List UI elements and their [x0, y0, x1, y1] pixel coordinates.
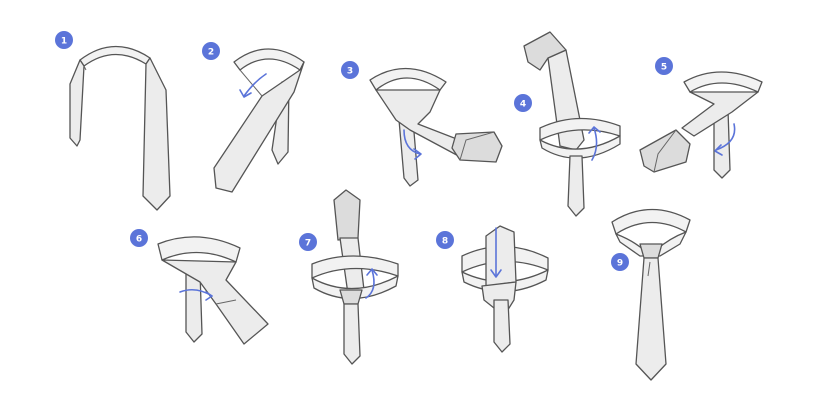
step-badge-9: 9	[611, 253, 629, 271]
step-3: 3	[341, 61, 503, 187]
step-5: 5	[639, 57, 763, 179]
tie-illustration-6	[157, 236, 269, 345]
step-number-5: 5	[661, 63, 667, 73]
tie-illustration-7	[311, 189, 399, 365]
step-number-7: 7	[305, 239, 311, 249]
step-number-2: 2	[208, 48, 214, 58]
step-number-6: 6	[136, 235, 142, 245]
tie-illustration-2	[213, 48, 305, 193]
tie-illustration-4	[523, 31, 621, 217]
step-badge-6: 6	[130, 229, 148, 247]
step-4: 4	[514, 31, 621, 217]
step-number-1: 1	[61, 37, 67, 47]
step-6: 6	[130, 229, 269, 345]
step-badge-8: 8	[436, 231, 454, 249]
step-badge-2: 2	[202, 42, 220, 60]
tie-illustration-8	[461, 225, 549, 353]
tie-illustration-1	[69, 45, 171, 211]
step-9: 9	[611, 208, 691, 381]
step-badge-4: 4	[514, 94, 532, 112]
step-7: 7	[299, 189, 399, 365]
step-badge-7: 7	[299, 233, 317, 251]
step-8: 8	[436, 225, 549, 353]
tie-illustration-5	[639, 71, 763, 179]
step-2: 2	[202, 42, 305, 193]
step-badge-1: 1	[55, 31, 73, 49]
tie-illustration-3	[369, 67, 503, 187]
step-badge-5: 5	[655, 57, 673, 75]
step-badge-3: 3	[341, 61, 359, 79]
step-number-3: 3	[347, 67, 353, 77]
step-number-9: 9	[617, 259, 623, 269]
step-number-8: 8	[442, 237, 448, 247]
step-1: 1	[55, 31, 171, 211]
tie-illustration-9	[611, 208, 691, 381]
step-number-4: 4	[520, 100, 526, 110]
